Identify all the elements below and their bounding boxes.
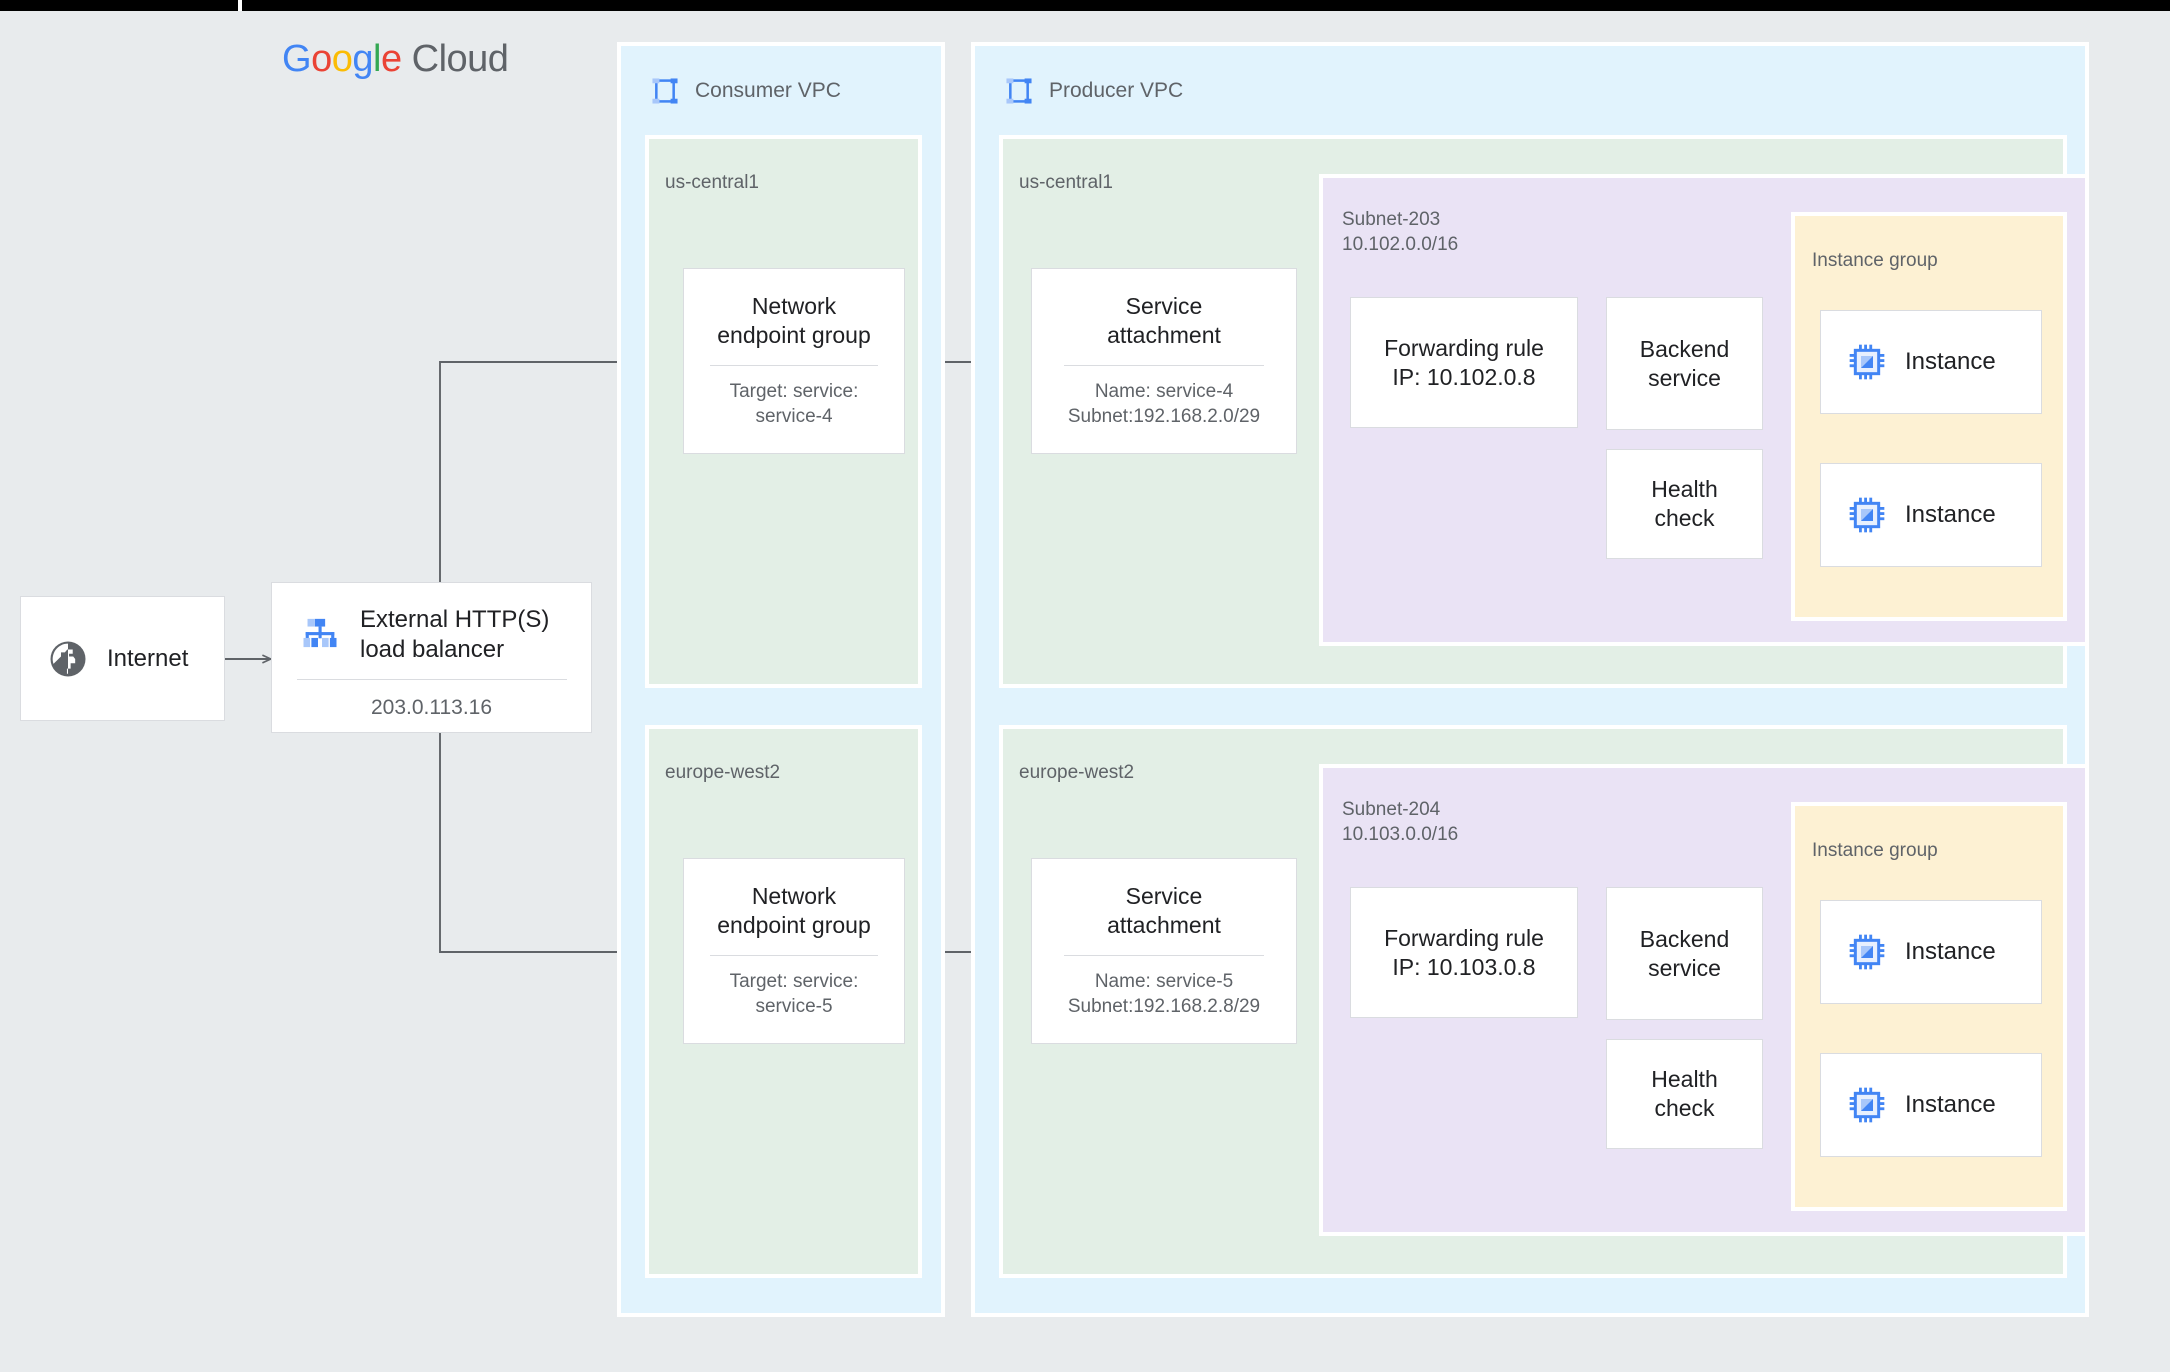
google-cloud-logo: Google Cloud [282,38,509,81]
bs-title-bottom: Backend service [1639,925,1730,981]
forwarding-rule-us-central1[interactable]: Forwarding rule IP: 10.102.0.8 [1350,297,1578,428]
producer-vpc-label: Producer VPC [1049,79,1184,102]
vpc-icon [649,75,681,107]
logo-letter-o2: o [331,38,353,80]
internet-node[interactable]: Internet [20,596,225,721]
producer-vpc-header: Producer VPC [1003,75,1183,107]
instance-1-row-top: Instance [1821,342,2022,382]
logo-letter-o1: o [311,38,332,80]
neg-divider-bottom [710,955,878,957]
sa-title-top: Service attachment [1107,293,1221,349]
load-balancer-icon [298,613,342,657]
logo-word-cloud: Cloud [411,38,509,80]
load-balancer-row: External HTTP(S) load balancer [272,583,591,679]
backend-service-europe-west2[interactable]: Backend service [1606,887,1763,1020]
instance-2-label-bottom: Instance [1905,1091,1996,1119]
internet-row: Internet [21,638,214,680]
logo-letter-g2: g [352,38,373,80]
sa-sub-top: Name: service-4 Subnet:192.168.2.0/29 [1067,381,1261,427]
globe-icon [47,638,89,680]
instance-1-label-top: Instance [1905,348,1996,376]
hc-title-bottom: Health check [1651,1066,1718,1121]
service-attachment-europe-west2[interactable]: Service attachment Name: service-5 Subne… [1031,858,1297,1044]
cpu-instance-icon [1847,1085,1887,1125]
cpu-instance-icon [1847,932,1887,972]
instance-2-label-top: Instance [1905,501,1996,529]
window-top-bar [0,0,2170,11]
producer-region-label-us-central1: us-central1 [1019,172,1113,193]
consumer-region-label-europe-west2: europe-west2 [665,762,781,783]
subnet-204-cidr: 10.103.0.0/16 [1342,823,1459,845]
fr-title-bottom: Forwarding rule IP: 10.103.0.8 [1384,924,1544,980]
load-balancer-title: External HTTP(S) load balancer [360,606,550,663]
subnet-204-name: Subnet-204 [1342,799,1441,820]
sa-divider-top [1063,365,1265,367]
sa-title-bottom: Service attachment [1107,883,1221,939]
service-attachment-us-central1[interactable]: Service attachment Name: service-4 Subne… [1031,268,1297,454]
neg-sub-bottom: Target: service: service-5 [729,971,859,1017]
neg-sub-top: Target: service: service-4 [729,381,859,427]
instance-group-label-us-central1: Instance group [1812,250,1938,271]
instance-1-row-bottom: Instance [1821,932,2022,972]
neg-divider-top [710,365,878,367]
sa-divider-bottom [1063,955,1265,957]
internet-label: Internet [107,644,189,672]
backend-service-us-central1[interactable]: Backend service [1606,297,1763,430]
logo-letter-l: l [372,38,381,80]
logo-letter-e: e [380,38,402,80]
instance-2-row-top: Instance [1821,495,2022,535]
logo-letter-g1: G [282,38,312,80]
load-balancer-divider [296,679,567,680]
instance-2-row-bottom: Instance [1821,1085,2022,1125]
forwarding-rule-europe-west2[interactable]: Forwarding rule IP: 10.103.0.8 [1350,887,1578,1018]
instance-1-label-bottom: Instance [1905,938,1996,966]
instance-2-us-central1[interactable]: Instance [1820,463,2042,567]
sa-sub-bottom: Name: service-5 Subnet:192.168.2.8/29 [1067,971,1261,1017]
subnet-203-label: Subnet-203 10.102.0.0/16 [1342,208,1458,257]
hc-title-top: Health check [1651,476,1718,531]
instance-2-europe-west2[interactable]: Instance [1820,1053,2042,1157]
subnet-204-label: Subnet-204 10.103.0.0/16 [1342,798,1458,847]
load-balancer-ip: 203.0.113.16 [370,696,493,719]
neg-title-bottom: Network endpoint group [717,883,871,939]
top-bar-notch [238,0,242,11]
network-endpoint-group-us-central1[interactable]: Network endpoint group Target: service: … [683,268,905,454]
consumer-vpc-header: Consumer VPC [649,75,841,107]
external-http-load-balancer-node[interactable]: External HTTP(S) load balancer 203.0.113… [271,582,592,733]
consumer-vpc-label: Consumer VPC [695,79,841,102]
instance-1-us-central1[interactable]: Instance [1820,310,2042,414]
subnet-203-cidr: 10.102.0.0/16 [1342,233,1459,255]
vpc-icon [1003,75,1035,107]
producer-region-label-europe-west2: europe-west2 [1019,762,1135,783]
subnet-203-name: Subnet-203 [1342,209,1441,230]
instance-group-label-europe-west2: Instance group [1812,840,1938,861]
health-check-us-central1[interactable]: Health check [1606,449,1763,559]
bs-title-top: Backend service [1639,335,1730,391]
fr-title-top: Forwarding rule IP: 10.102.0.8 [1384,334,1544,390]
neg-title-top: Network endpoint group [717,293,871,349]
cpu-instance-icon [1847,495,1887,535]
health-check-europe-west2[interactable]: Health check [1606,1039,1763,1149]
cpu-instance-icon [1847,342,1887,382]
consumer-region-label-us-central1: us-central1 [665,172,759,193]
instance-1-europe-west2[interactable]: Instance [1820,900,2042,1004]
network-endpoint-group-europe-west2[interactable]: Network endpoint group Target: service: … [683,858,905,1044]
